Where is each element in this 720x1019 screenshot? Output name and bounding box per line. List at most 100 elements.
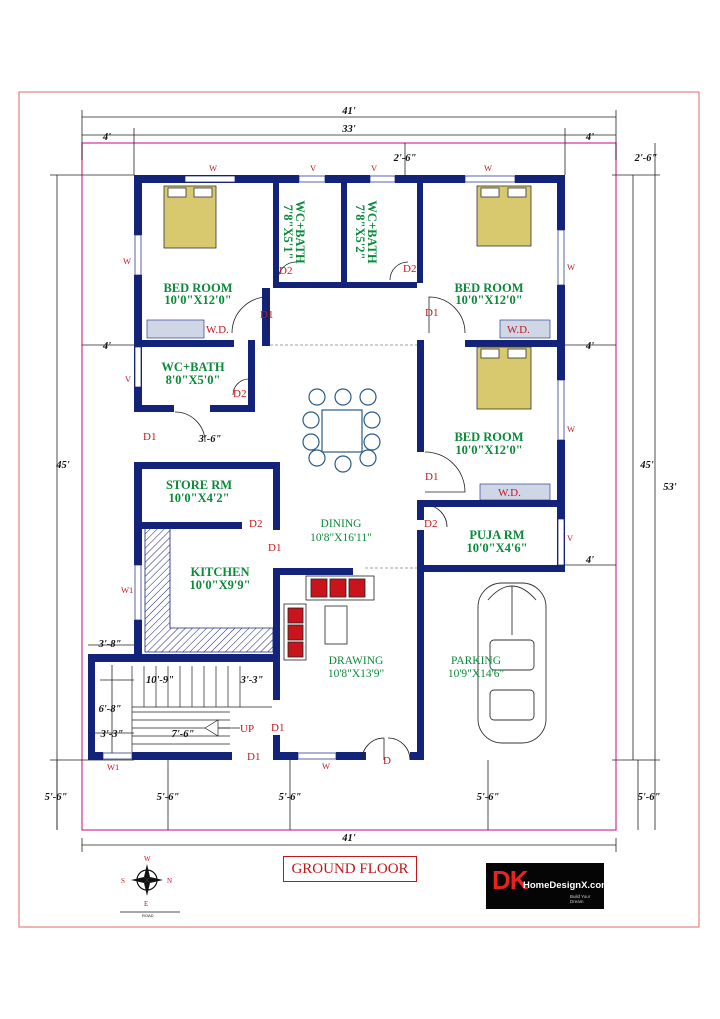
dim-puja-offset: 4'	[585, 555, 594, 566]
dim-bottom-left: 5'-6"	[45, 792, 68, 803]
dim-top-overall: 41'	[341, 106, 356, 117]
door-d2-store: D2	[249, 518, 262, 530]
dim-side-right: 4'	[585, 341, 594, 352]
bed1-size: 10'0"X12'0"	[164, 293, 231, 307]
dim-bottom-overall: 41'	[341, 833, 356, 844]
wc1-name: WC+BATH	[293, 200, 307, 263]
dim-side-left: 4'	[102, 341, 111, 352]
puja-size: 10'0"X4'6"	[466, 541, 527, 555]
dim-top-right: 4'	[585, 132, 594, 143]
dim-bottom-1: 5'-6"	[157, 792, 180, 803]
dim-stair-3-3: 3'-3"	[240, 675, 264, 686]
door-d2-wc3: D2	[233, 388, 246, 400]
compass-icon: W E S N ROAD	[120, 855, 180, 918]
door-d2-puja: D2	[424, 518, 437, 530]
wc1-size: 7'8"X5'1"	[281, 205, 295, 260]
compass-right: N	[167, 877, 172, 885]
road-label: ROAD	[142, 913, 154, 918]
wd3-label: W.D.	[498, 487, 521, 499]
dim-bottom-right: 5'-6"	[638, 792, 661, 803]
wd1-label: W.D.	[206, 324, 229, 336]
dim-right-gap: 2'-6"	[634, 153, 658, 164]
dim-stair-3-3b: 3'-3"	[100, 729, 124, 740]
window-w-bed2: W	[484, 163, 492, 173]
door-d1-kitchen: D1	[268, 542, 281, 554]
window-v-puja: V	[567, 533, 574, 543]
store-size: 10'0"X4'2"	[168, 491, 229, 505]
kitchen-size: 10'0"X9'9"	[189, 578, 250, 592]
kitchen-name: KITCHEN	[190, 565, 249, 579]
logo-name: HomeDesignX.com	[523, 880, 610, 891]
window-w-bed3: W	[567, 424, 575, 434]
window-w1-kitchen: W1	[121, 585, 133, 595]
parking-name: PARKING	[451, 655, 501, 667]
dim-left-height: 45'	[55, 460, 70, 471]
wardrobes	[146, 319, 551, 501]
wc2-size: 7'8"X5'2"	[353, 205, 367, 260]
window-w-drawing: W	[322, 761, 330, 771]
door-d1-bottom: D1	[247, 751, 260, 763]
wd2-label: W.D.	[507, 324, 530, 336]
staircase	[131, 666, 272, 752]
compass-left: S	[121, 877, 125, 885]
windows	[102, 175, 565, 760]
bed3-size: 10'0"X12'0"	[455, 443, 522, 457]
drawing-size: 10'8"X13'9"	[328, 668, 384, 680]
door-d1-store: D1	[143, 431, 156, 443]
dim-top-left: 4'	[102, 132, 111, 143]
window-w-bed1: W	[209, 163, 217, 173]
stair-up-label: UP	[240, 723, 254, 735]
drawing-name: DRAWING	[329, 655, 384, 667]
puja-name: PUJA RM	[469, 528, 524, 542]
bed1-name: BED ROOM	[163, 281, 232, 295]
wc2-name: WC+BATH	[365, 200, 379, 263]
beds	[163, 185, 532, 410]
dim-stair-6-8: 6'-8"	[99, 704, 122, 715]
door-d2-wc1: D2	[279, 265, 292, 277]
door-swings	[174, 261, 466, 761]
wc3-size: 8'0"X5'0"	[166, 373, 221, 387]
window-v-wc1: V	[310, 163, 317, 173]
wc3-name: WC+BATH	[161, 360, 224, 374]
dim-front-gap: 2'-6"	[393, 153, 417, 164]
dining-table	[302, 388, 381, 473]
dim-bottom-3: 5'-6"	[477, 792, 500, 803]
window-w1-stair: W1	[107, 762, 119, 772]
dining-size: 10'8"X16'11"	[310, 532, 372, 544]
parking-size: 10'9"X14'6"	[448, 668, 504, 680]
window-w-bed2-side: W	[567, 262, 575, 272]
bed2-name: BED ROOM	[454, 281, 523, 295]
dining-name: DINING	[321, 518, 362, 530]
dim-bottom-2: 5'-6"	[279, 792, 302, 803]
window-w-bed1-side: W	[123, 256, 131, 266]
plot-boundary	[81, 142, 617, 831]
compass-bottom: E	[144, 900, 148, 908]
sofa-set	[283, 575, 375, 661]
floor-title: GROUND FLOOR	[283, 856, 417, 882]
door-d1-bed1: D1	[260, 309, 273, 321]
window-v-wc3: V	[125, 374, 132, 384]
dim-stair-10-9: 10'-9"	[146, 675, 174, 686]
brand-logo: DK HomeDesignX.com Build Your Dream	[486, 863, 610, 909]
door-d1-stair: D1	[271, 722, 284, 734]
dim-top-inner: 33'	[341, 124, 356, 135]
door-d2-wc2: D2	[403, 263, 416, 275]
window-v-wc2: V	[371, 163, 378, 173]
dim-stair-3-8: 3'-8"	[98, 639, 122, 650]
logo-mark: DK	[492, 865, 529, 895]
door-d1-bed2: D1	[425, 307, 438, 319]
logo-tagline: Build Your Dream	[570, 894, 591, 904]
dim-right-total: 53'	[663, 482, 677, 493]
door-d1-bed3: D1	[425, 471, 438, 483]
dim-stair-7-6: 7'-6"	[172, 729, 195, 740]
dim-passage: 3'-6"	[198, 434, 222, 445]
dim-right-height: 45'	[639, 460, 654, 471]
walls	[88, 175, 565, 760]
store-name: STORE RM	[166, 478, 232, 492]
sheet-border	[18, 91, 700, 928]
car	[477, 582, 547, 744]
compass-top: W	[144, 855, 151, 863]
bed3-name: BED ROOM	[454, 430, 523, 444]
bed2-size: 10'0"X12'0"	[455, 293, 522, 307]
